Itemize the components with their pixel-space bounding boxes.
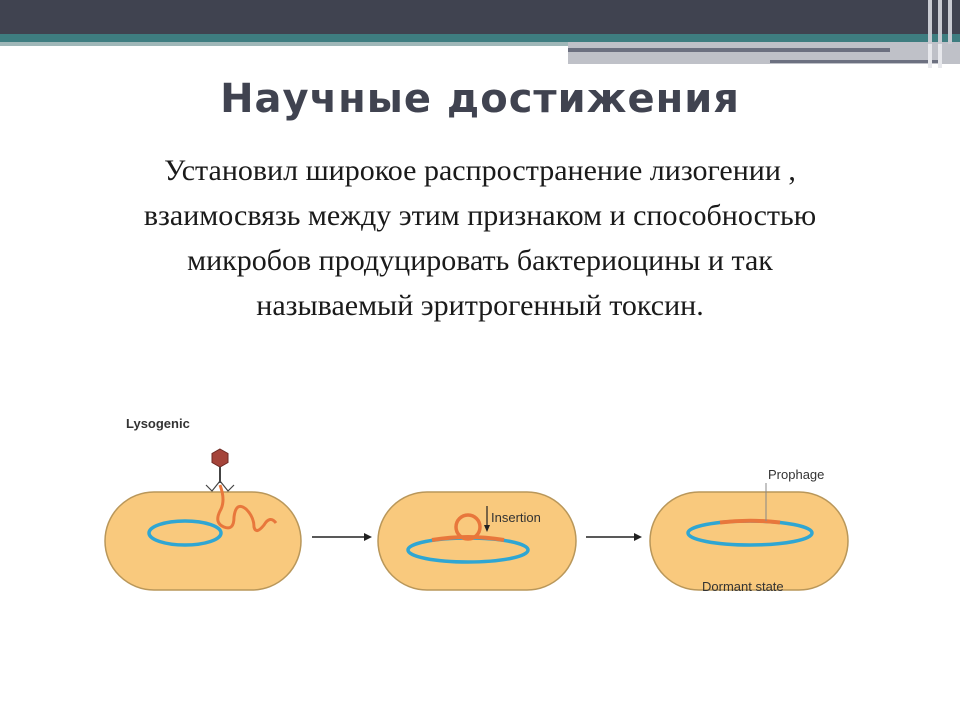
lysogenic-cycle-diagram: Lysogenic Insertion Propha xyxy=(104,416,849,594)
dormant-state-label: Dormant state xyxy=(702,579,784,594)
arrow-1 xyxy=(312,533,372,541)
cell-dormant: Prophage Dormant state xyxy=(649,467,849,594)
cell-infected xyxy=(104,448,302,591)
phage-icon xyxy=(205,448,278,532)
cell-insertion: Insertion xyxy=(377,491,577,591)
corner-decoration xyxy=(928,0,952,44)
header-accent-stripe xyxy=(0,34,960,42)
slide-body-text: Установил широкое распространение лизоге… xyxy=(143,154,817,322)
arrow-2 xyxy=(586,533,642,541)
insertion-label: Insertion xyxy=(491,510,541,525)
prophage-label: Prophage xyxy=(768,467,824,482)
header-decoration-lines xyxy=(0,42,960,68)
header-bar xyxy=(0,0,960,34)
diagram-heading: Lysogenic xyxy=(126,416,190,431)
slide-title: Научные достижения xyxy=(220,76,740,122)
